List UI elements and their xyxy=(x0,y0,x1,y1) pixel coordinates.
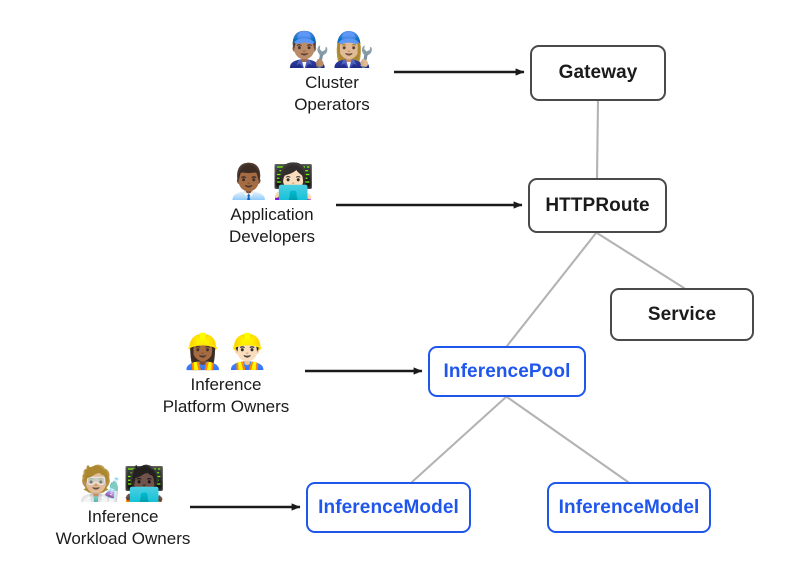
persona-inference-workload-owners: 🧑🏼‍🔬🧑🏿‍💻 Inference Workload Owners xyxy=(8,462,238,550)
inference-workload-owners-label-line1: Inference xyxy=(87,507,159,526)
node-httproute-label: HTTPRoute xyxy=(545,194,650,216)
edge-httproute-inferencepool xyxy=(505,231,598,348)
node-inferencemodel-left-label: InferenceModel xyxy=(318,496,459,518)
edge-httproute-service xyxy=(595,231,686,290)
node-inferencemodel-left[interactable]: InferenceModel xyxy=(306,482,471,533)
inference-workload-owners-label-line2: Workload Owners xyxy=(55,529,191,548)
node-inferencemodel-right[interactable]: InferenceModel xyxy=(547,482,711,533)
inference-platform-owners-emoji-icon: 👷🏾‍♀️👷🏻‍♂️ xyxy=(181,332,271,372)
node-gateway[interactable]: Gateway xyxy=(530,45,666,101)
cluster-operators-label-line2: Operators xyxy=(294,95,370,114)
inference-workload-owners-emoji-icon: 🧑🏼‍🔬🧑🏿‍💻 xyxy=(78,464,168,504)
node-service-label: Service xyxy=(647,303,717,325)
edge-gateway-httproute xyxy=(595,99,600,180)
application-developers-emoji-icon: 👨🏾‍💼👩🏻‍💻 xyxy=(227,162,317,202)
node-gateway-label: Gateway xyxy=(558,62,638,83)
persona-application-developers: 👨🏾‍💼👩🏻‍💻 Application Developers xyxy=(172,160,372,248)
inference-platform-owners-label-line2: Platform Owners xyxy=(162,397,290,416)
edge-inferencepool-modelright xyxy=(505,395,630,484)
application-developers-label-line1: Application xyxy=(230,205,314,224)
persona-cluster-operators: 👨🏽‍🔧👩🏼‍🔧 Cluster Operators xyxy=(232,28,432,116)
cluster-operators-emoji-icon: 👨🏽‍🔧👩🏼‍🔧 xyxy=(287,30,377,70)
node-service[interactable]: Service xyxy=(610,288,754,341)
node-inferencemodel-right-label: InferenceModel xyxy=(558,496,700,518)
cluster-operators-label-line1: Cluster xyxy=(305,73,359,92)
node-inferencepool-label: InferencePool xyxy=(443,360,571,382)
persona-inference-platform-owners: 👷🏾‍♀️👷🏻‍♂️ Inference Platform Owners xyxy=(116,330,336,418)
inference-platform-owners-label-line1: Inference xyxy=(190,375,262,394)
node-inferencepool[interactable]: InferencePool xyxy=(428,346,586,397)
node-httproute[interactable]: HTTPRoute xyxy=(528,178,667,233)
edge-inferencepool-modelleft xyxy=(410,395,508,484)
application-developers-label-line2: Developers xyxy=(229,227,315,246)
